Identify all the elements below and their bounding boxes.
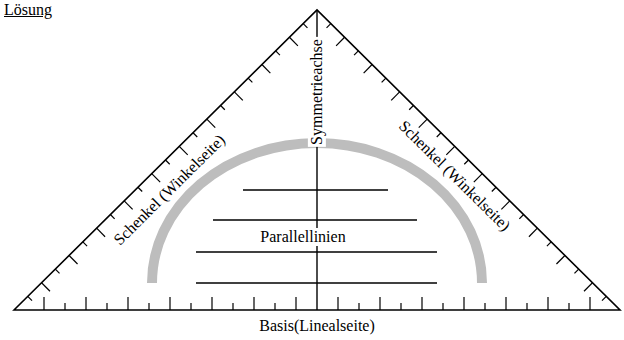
title: Lösung — [4, 1, 52, 19]
edge-label: Schenkel (Winkelseite) — [111, 131, 230, 249]
base-label: Basis(Linealseite) — [259, 317, 375, 335]
scale-ticks — [28, 24, 606, 310]
edge-label: Schenkel (Winkelseite) — [396, 117, 515, 235]
parallel-label: Parallellinien — [258, 228, 347, 246]
triangle-outline — [14, 10, 620, 310]
axis-label: Symmetrieachse — [308, 37, 326, 147]
parallel-lines — [196, 190, 437, 283]
